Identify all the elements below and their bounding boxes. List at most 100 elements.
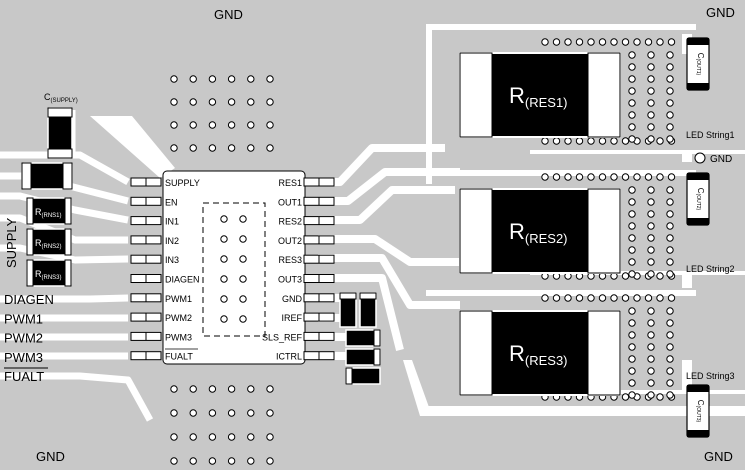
via <box>666 75 674 83</box>
via <box>541 294 549 302</box>
via <box>666 319 674 327</box>
via <box>633 173 641 181</box>
via <box>647 222 655 230</box>
via <box>239 215 247 223</box>
via <box>189 433 197 441</box>
via <box>552 38 561 46</box>
via <box>587 137 595 145</box>
via <box>170 385 178 393</box>
via <box>598 173 607 181</box>
via <box>220 215 228 223</box>
ic-body <box>162 170 306 365</box>
via <box>598 137 607 145</box>
via <box>628 319 636 327</box>
via <box>628 355 636 363</box>
ic-left-pin-label: FUALT <box>165 352 193 362</box>
via <box>189 385 197 393</box>
via <box>647 379 655 387</box>
sense-resistor: R(RNS1) <box>26 197 72 225</box>
via <box>666 246 674 254</box>
via <box>227 98 236 106</box>
ic-left-pin-label: IN3 <box>165 255 179 265</box>
via <box>647 210 655 218</box>
via <box>628 222 636 230</box>
via <box>666 331 674 339</box>
via <box>170 75 178 83</box>
via <box>227 385 236 393</box>
ic-left-pin-label: PWM1 <box>165 294 192 304</box>
supply-input-capacitor <box>21 162 73 190</box>
via <box>666 258 674 266</box>
via <box>628 234 636 242</box>
via <box>666 198 674 206</box>
via <box>628 198 636 206</box>
gnd-label-top-right: GND <box>706 5 735 20</box>
via <box>564 294 572 302</box>
via <box>208 433 217 441</box>
ic-right-pin-label: OUT1 <box>278 197 302 207</box>
via <box>656 393 664 401</box>
via <box>647 258 655 266</box>
via <box>227 144 236 152</box>
via <box>575 38 584 46</box>
sense-resistor: R(RNS3) <box>26 259 72 287</box>
via <box>208 98 217 106</box>
sense-resistor-label: R(RNS2) <box>35 238 62 250</box>
via <box>666 270 674 278</box>
via <box>621 173 630 181</box>
via <box>647 343 655 351</box>
via <box>628 87 636 95</box>
via <box>628 343 636 351</box>
via <box>247 75 255 83</box>
via <box>647 391 655 399</box>
via <box>247 98 255 106</box>
via <box>220 255 228 263</box>
sense-resistors: R(RNS1) R(RNS2) R(RNS3) <box>26 197 72 287</box>
via <box>644 38 653 46</box>
output-capacitor: C(OUT3) <box>686 384 710 438</box>
via <box>189 144 197 152</box>
via <box>189 121 197 129</box>
via <box>647 307 655 315</box>
via <box>227 409 236 417</box>
via <box>266 409 274 417</box>
via <box>552 173 561 181</box>
via <box>598 38 607 46</box>
via <box>633 38 641 46</box>
ic-pin-labels: SUPPLYENIN1IN2IN3DIAGENPWM1PWM2PWM3FUALT… <box>165 178 303 362</box>
via <box>587 173 595 181</box>
via <box>621 272 630 280</box>
via <box>239 235 247 243</box>
via <box>656 173 664 181</box>
via <box>647 75 655 83</box>
via <box>266 144 274 152</box>
left-signal-label: DIAGEN <box>4 292 54 307</box>
via <box>628 270 636 278</box>
via <box>666 123 674 131</box>
ic-right-pin-label: RES2 <box>278 217 302 227</box>
via <box>666 210 674 218</box>
via <box>666 135 674 143</box>
via <box>541 38 549 46</box>
via <box>266 98 274 106</box>
via <box>170 433 178 441</box>
via <box>628 111 636 119</box>
via <box>628 186 636 194</box>
via <box>541 137 549 145</box>
res-resistor-label: R(RES1) <box>509 83 568 110</box>
sense-resistor-label: R(RNS1) <box>35 207 62 219</box>
via <box>628 210 636 218</box>
ic-right-pin-label: RES1 <box>278 178 302 188</box>
via <box>666 51 674 59</box>
via <box>189 75 197 83</box>
ic-right-pin-label: OUT2 <box>278 236 302 246</box>
res-resistor: R(RES2) <box>459 188 621 274</box>
via <box>666 63 674 71</box>
supply-vertical-label: SUPPLY <box>4 217 19 268</box>
left-signal-label: PWM3 <box>4 350 43 365</box>
ic-right-pin-label: SLS_REF <box>262 332 303 342</box>
via <box>666 87 674 95</box>
via <box>628 123 636 131</box>
ic-thermal-pad <box>202 202 266 337</box>
via <box>628 63 636 71</box>
